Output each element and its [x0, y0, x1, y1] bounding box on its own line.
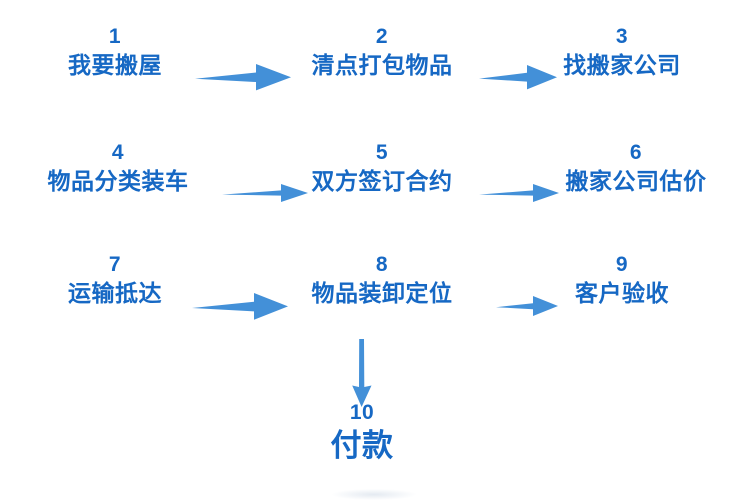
step-number-10: 10	[349, 401, 375, 424]
step-label-10: 付款	[330, 428, 394, 463]
step-number-1: 1	[108, 25, 122, 48]
page-bottom-artifact	[332, 489, 416, 500]
step-number-2: 2	[375, 25, 389, 48]
step-node-9[interactable]: 9 客户验收	[575, 252, 669, 308]
step-label-4: 物品分类装车	[47, 168, 189, 194]
step-node-6[interactable]: 6 搬家公司估价	[566, 140, 707, 196]
step-node-5[interactable]: 5 双方签订合约	[312, 140, 453, 196]
step-node-7[interactable]: 7 运输抵达	[68, 252, 162, 308]
step-label-9: 客户验收	[575, 280, 669, 306]
step-number-5: 5	[375, 141, 389, 164]
step-number-4: 4	[111, 141, 125, 164]
step-number-8: 8	[375, 253, 389, 276]
step-node-4[interactable]: 4 物品分类装车	[48, 140, 189, 196]
arrow-right-4-to-5-icon	[222, 182, 308, 204]
step-number-3: 3	[615, 25, 629, 48]
step-node-10[interactable]: 10 付款	[331, 400, 394, 466]
arrow-right-7-to-8-icon	[192, 291, 288, 321]
step-number-7: 7	[108, 253, 122, 276]
step-label-7: 运输抵达	[68, 280, 162, 306]
step-label-6: 搬家公司估价	[565, 168, 707, 194]
step-node-3[interactable]: 3 找搬家公司	[563, 24, 681, 80]
step-label-3: 找搬家公司	[563, 52, 681, 78]
arrow-down-8-to-10-icon	[349, 339, 375, 407]
step-node-8[interactable]: 8 物品装卸定位	[312, 252, 453, 308]
step-number-6: 6	[629, 141, 643, 164]
step-label-2: 清点打包物品	[311, 52, 453, 78]
step-label-8: 物品装卸定位	[311, 280, 453, 306]
step-label-5: 双方签订合约	[311, 168, 453, 194]
step-label-1: 我要搬屋	[68, 52, 162, 78]
arrow-right-2-to-3-icon	[479, 63, 557, 91]
step-node-1[interactable]: 1 我要搬屋	[68, 24, 162, 80]
arrow-right-1-to-2-icon	[195, 62, 291, 92]
arrow-right-8-to-9-icon	[496, 294, 558, 318]
step-node-2[interactable]: 2 清点打包物品	[312, 24, 453, 80]
arrow-right-5-to-6-icon	[479, 182, 559, 204]
step-number-9: 9	[615, 253, 629, 276]
